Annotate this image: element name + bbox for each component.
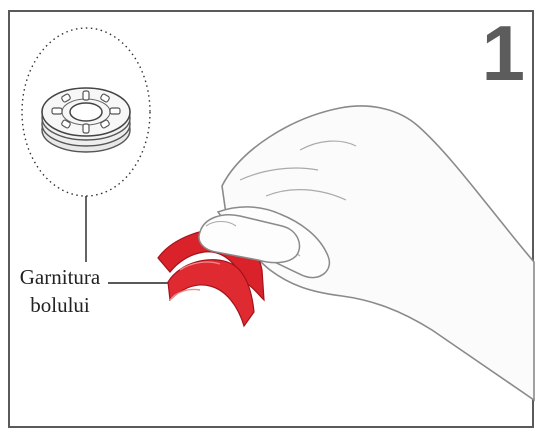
- step-number: 1: [481, 9, 525, 97]
- thumb-illustration: [198, 214, 301, 264]
- gasket-ring-detail-icon: [41, 87, 131, 153]
- bowl-gasket-label: Garnitura bolului: [10, 263, 110, 320]
- bowl-gasket-label-line2: bolului: [30, 293, 90, 318]
- detail-callout-ellipse: [21, 27, 151, 197]
- bowl-gasket-label-line1: Garnitura: [19, 265, 101, 289]
